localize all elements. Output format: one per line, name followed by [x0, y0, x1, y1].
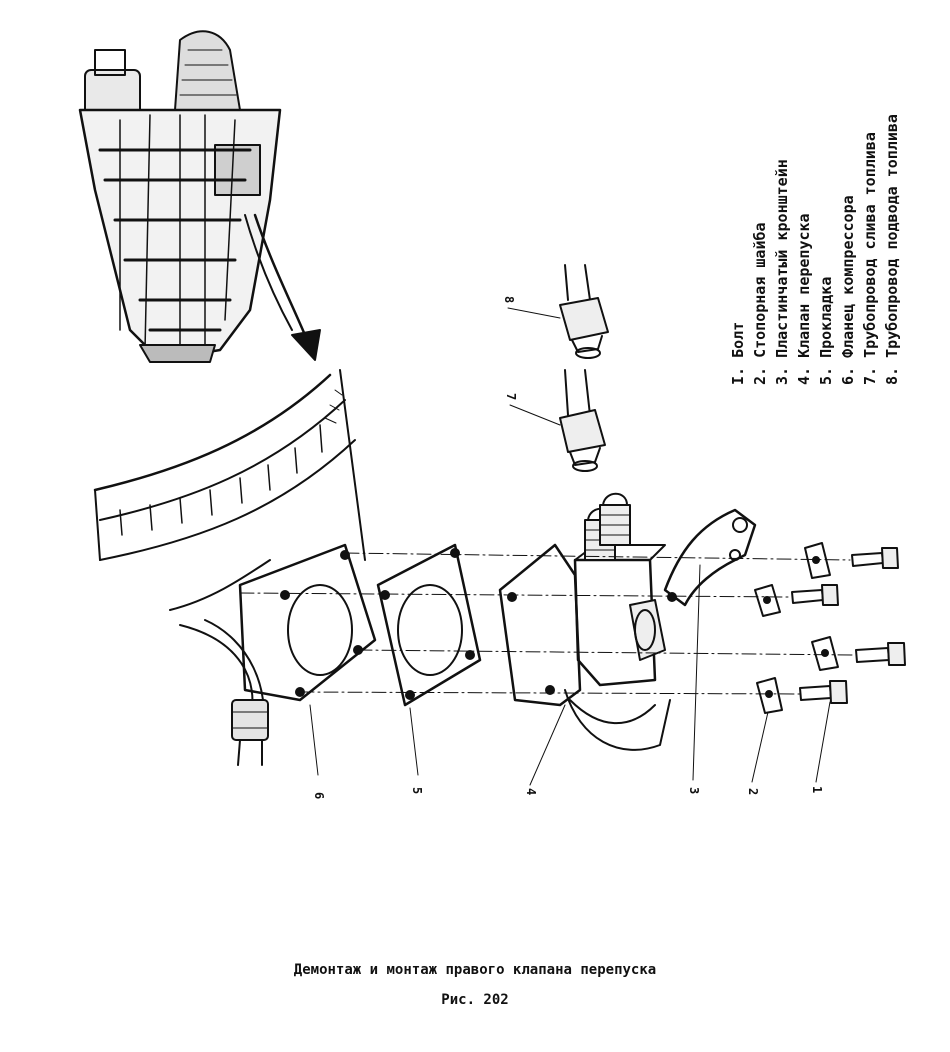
- figure-number: Рис. 202: [441, 992, 509, 1008]
- callout-3: 3: [687, 787, 701, 795]
- alignment-lines: [239, 552, 856, 695]
- callout-1: 1: [810, 786, 824, 794]
- legend-item-8: 8. Трубопровод подвода топлива: [883, 114, 901, 385]
- legend-item-3: 3. Пластинчатый кронштейн: [773, 159, 791, 385]
- compressor-casing: [93, 369, 366, 766]
- legend-item-7: 7. Трубопровод слива топлива: [861, 132, 879, 385]
- bolts: [791, 547, 906, 704]
- callout-8: 8: [502, 296, 516, 304]
- gasket: [376, 543, 482, 707]
- callout-4: 4: [524, 788, 538, 796]
- callout-2: 2: [746, 788, 760, 796]
- fuel-supply-pipe-union: [559, 264, 609, 359]
- legend-item-2: 2. Стопорная шайба: [751, 222, 769, 385]
- legend-item-5: 5. Прокладка: [817, 276, 835, 385]
- bypass-valve: [498, 492, 671, 751]
- callout-5: 5: [410, 787, 424, 795]
- legend-item-6: 6. Фланец компрессора: [839, 195, 857, 385]
- compressor-flange: [238, 543, 377, 702]
- engine-overview-illustration: [78, 30, 321, 363]
- figure-caption-title: Демонтаж и монтаж правого клапана перепу…: [293, 962, 657, 978]
- callout-6: 6: [312, 792, 326, 800]
- legend-item-1: I. Болт: [729, 321, 747, 385]
- legend-item-4: 4. Клапан перепуска: [795, 213, 813, 385]
- leader-lines: [309, 307, 831, 786]
- lock-washers: [754, 542, 839, 714]
- plate-bracket: [663, 508, 757, 607]
- fuel-drain-pipe-union: [559, 369, 606, 472]
- callout-7: 7: [504, 393, 518, 401]
